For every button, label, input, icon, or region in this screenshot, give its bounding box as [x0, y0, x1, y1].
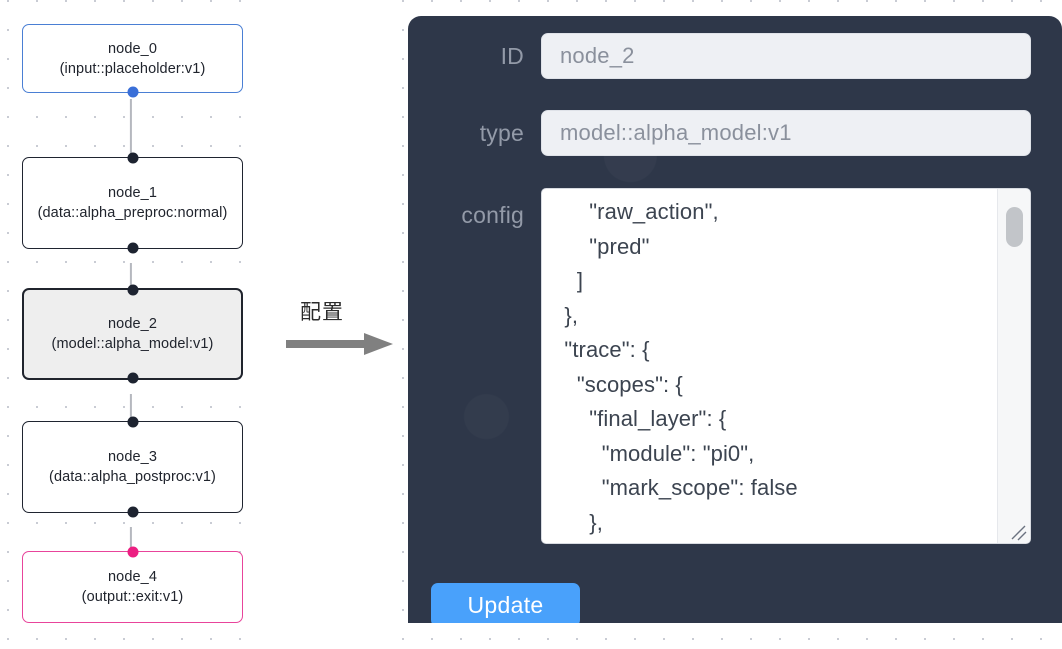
config-field-label: config [461, 202, 524, 228]
config-scrollbar[interactable] [997, 189, 1030, 543]
node-handle-top[interactable] [127, 152, 138, 164]
node-title: node_0 [108, 40, 157, 57]
type-field-row: type model::alpha_model:v1 [423, 110, 1031, 156]
edge-node0-node1 [129, 99, 133, 157]
type-field-label: type [479, 119, 524, 146]
node-subtitle: (output::exit:v1) [81, 589, 184, 605]
id-field-label: ID [500, 42, 524, 69]
transition-arrow-group: 配置 [286, 296, 398, 366]
arrow-caption: 配置 [300, 300, 344, 324]
node-handle-bottom[interactable] [127, 506, 138, 518]
config-textarea-content[interactable]: "raw_action", "pred" ] }, "trace": { "sc… [564, 199, 798, 535]
config-field-row: config "raw_action", "pred" ] }, "trace"… [423, 188, 1031, 544]
graph-node-node_4[interactable]: node_4 (output::exit:v1) [22, 546, 243, 623]
node-handle-bottom[interactable] [127, 86, 138, 98]
node-title: node_4 [108, 569, 157, 585]
node-title: node_3 [108, 449, 157, 465]
update-button[interactable]: Update [431, 583, 580, 623]
node-title: node_1 [108, 185, 157, 201]
node-subtitle: (data::alpha_postproc:v1) [49, 469, 216, 485]
node-config-panel: ID node_2 type model::alpha_model:v1 con… [408, 16, 1062, 623]
edge-node2-node3 [129, 394, 133, 421]
graph-node-node_3[interactable]: node_3 (data::alpha_postproc:v1) [22, 416, 243, 518]
node-subtitle: (model::alpha_model:v1) [51, 336, 214, 352]
node-handle-bottom[interactable] [127, 242, 138, 254]
node-title: node_2 [108, 316, 157, 332]
node-handle-bottom[interactable] [127, 372, 138, 384]
arrow-right-icon [286, 333, 393, 355]
node-subtitle: (data::alpha_preproc:normal) [37, 205, 228, 221]
edge-node3-node4 [129, 527, 133, 551]
node-handle-top[interactable] [127, 416, 138, 428]
graph-node-node_2[interactable]: node_2 (model::alpha_model:v1) [22, 284, 243, 384]
graph-node-node_0[interactable]: node_0 (input::placeholder:v1) [22, 24, 243, 98]
config-textarea[interactable]: "raw_action", "pred" ] }, "trace": { "sc… [541, 188, 1031, 544]
node-subtitle: (input::placeholder:v1) [59, 60, 206, 77]
id-field-row: ID node_2 [423, 33, 1031, 79]
resize-grip-icon[interactable] [1008, 522, 1028, 542]
graph-canvas[interactable]: node_0 (input::placeholder:v1) node_1 (d… [0, 0, 266, 649]
id-input[interactable]: node_2 [541, 33, 1031, 79]
node-handle-top[interactable] [127, 546, 138, 558]
type-input[interactable]: model::alpha_model:v1 [541, 110, 1031, 156]
config-scrollbar-thumb[interactable] [1006, 207, 1023, 247]
graph-node-node_1[interactable]: node_1 (data::alpha_preproc:normal) [22, 152, 243, 254]
node-handle-top[interactable] [127, 284, 138, 296]
edge-node1-node2 [129, 263, 133, 288]
